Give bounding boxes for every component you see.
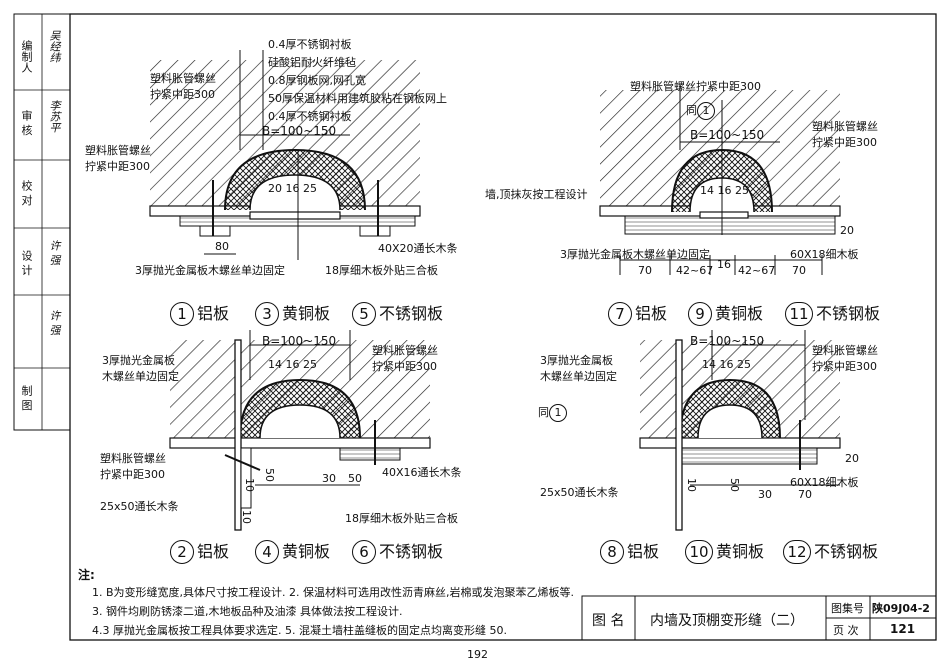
d2-screw-right-1: 塑料胀管螺丝 <box>812 120 878 133</box>
d3-dim-50b: 50 <box>348 472 362 485</box>
d4-dim-50: 50 <box>728 478 741 492</box>
side-label-check: 校 对 <box>20 180 33 206</box>
d3-plywood: 18厚细木板外贴三合板 <box>345 512 458 525</box>
detail-2-geometry <box>599 85 841 275</box>
d4-dim-70: 70 <box>798 488 812 501</box>
d4-plate-fix-2: 木螺丝单边固定 <box>540 370 617 383</box>
signature-2: 李苏平 <box>48 100 61 133</box>
d2-b-dim: B=100~150 <box>690 128 765 142</box>
d3-plate-fix-1: 3厚抛光金属板 <box>102 354 175 367</box>
d3-batten: 40X16通长木条 <box>382 466 462 479</box>
d1-layer-1: 0.4厚不锈钢衬板 <box>268 38 352 51</box>
drawing-title: 内墙及顶棚变形缝（二） <box>650 613 804 629</box>
d4-plate-fix-1: 3厚抛光金属板 <box>540 354 613 367</box>
d1-layer-4: 50厚保温材料用建筑胶粘在钢板网上 <box>268 92 447 105</box>
d2-dim-4: 42~67 <box>738 264 776 277</box>
detail-4-geometry <box>639 330 841 531</box>
d4-dims-small: 14 16 25 <box>702 358 751 371</box>
atlas-number: 陕09J04-2 <box>872 602 930 615</box>
d4-dim-20: 20 <box>845 452 859 465</box>
d4-b-dim: B=100~150 <box>690 334 765 348</box>
signature-3: 许 强 <box>48 240 61 266</box>
side-label-draw: 制 图 <box>20 385 33 411</box>
d3-dim-50: 50 <box>263 468 276 482</box>
signature-4: 许 强 <box>48 310 61 336</box>
d1-dims-small: 20 16 25 <box>268 182 317 195</box>
detail-1-geometry <box>149 50 421 260</box>
d3-screw-right-2: 拧紧中距300 <box>372 360 437 373</box>
d1-b-dim: B=100~150 <box>262 124 337 138</box>
notes-line-2: 3. 钢件均刷防锈漆二道,木地板品种及油漆 具体做法按工程设计. <box>92 605 403 618</box>
d3-dim-10b: 10 <box>240 510 253 524</box>
notes-heading: 注: <box>78 568 95 582</box>
title-label: 图 名 <box>592 613 625 629</box>
d1-plywood: 18厚细木板外贴三合板 <box>325 264 438 277</box>
d1-screw-top-2: 拧紧中距300 <box>150 88 215 101</box>
d4-board: 60X18细木板 <box>790 476 859 489</box>
d2-dims-small: 14 16 25 <box>700 184 749 197</box>
d4-dim-30: 30 <box>758 488 772 501</box>
d1-layer-3: 0.8厚钢板网,网孔宽 <box>268 74 366 87</box>
d1-layer-2: 硅酸铝耐火纤维毡 <box>268 56 356 69</box>
d3-batten2: 25x50通长木条 <box>100 500 179 513</box>
d3-dim-10: 10 <box>243 478 256 492</box>
d1-plate-fix: 3厚抛光金属板木螺丝单边固定 <box>135 264 285 277</box>
d1-screw-top-1: 塑料胀管螺丝 <box>150 72 216 85</box>
d4-batten: 25x50通长木条 <box>540 486 619 499</box>
d1-dim-80: 80 <box>215 240 229 253</box>
d4-screw-right-2: 拧紧中距300 <box>812 360 877 373</box>
d2-wall-note: 墙,顶抹灰按工程设计 <box>485 188 588 201</box>
d1-screw-left-2: 拧紧中距300 <box>85 160 150 173</box>
side-label-review: 审 核 <box>20 110 33 136</box>
side-label-design: 设 计 <box>20 250 33 276</box>
d3-screw-right-1: 塑料胀管螺丝 <box>372 344 438 357</box>
side-label-editor: 编制人 <box>20 40 33 73</box>
d3-screw-left-2: 拧紧中距300 <box>100 468 165 481</box>
detail-3-geometry <box>169 330 431 531</box>
page-number: 192 <box>467 648 488 661</box>
d3-dims-small: 14 16 25 <box>268 358 317 371</box>
d4-dim-10: 10 <box>685 478 698 492</box>
d2-board: 60X18细木板 <box>790 248 859 261</box>
d3-plate-fix-2: 木螺丝单边固定 <box>102 370 179 383</box>
d2-screw-top: 塑料胀管螺丝拧紧中距300 <box>630 80 761 93</box>
notes-line-3: 4.3 厚抛光金属板按工程具体要求选定. 5. 混凝土墙柱盖缝板的固定点均离变形… <box>92 624 507 637</box>
d3-screw-left-1: 塑料胀管螺丝 <box>100 452 166 465</box>
d2-dim-1: 70 <box>638 264 652 277</box>
d2-dim-5: 70 <box>792 264 806 277</box>
d2-dim-2: 42~67 <box>676 264 714 277</box>
d4-screw-right-1: 塑料胀管螺丝 <box>812 344 878 357</box>
atlas-label: 图集号 <box>831 602 864 615</box>
d1-layer-5: 0.4厚不锈钢衬板 <box>268 110 352 123</box>
notes-line-1: 1. B为变形缝宽度,具体尺寸按工程设计. 2. 保温材料可选用改性沥青麻丝,岩… <box>92 586 575 599</box>
d2-dim-3: 16 <box>717 258 731 271</box>
d1-screw-left-1: 塑料胀管螺丝 <box>85 144 151 157</box>
d2-plate-fix: 3厚抛光金属板木螺丝单边固定 <box>560 248 710 261</box>
page-sheet-number: 121 <box>890 622 916 636</box>
signature-1: 吴经纬 <box>48 30 61 63</box>
d2-dim-20: 20 <box>840 224 854 237</box>
d1-batten: 40X20通长木条 <box>378 242 458 255</box>
d2-screw-right-2: 拧紧中距300 <box>812 136 877 149</box>
d3-b-dim: B=100~150 <box>262 334 337 348</box>
page-label: 页 次 <box>833 624 859 637</box>
d3-dim-30: 30 <box>322 472 336 485</box>
